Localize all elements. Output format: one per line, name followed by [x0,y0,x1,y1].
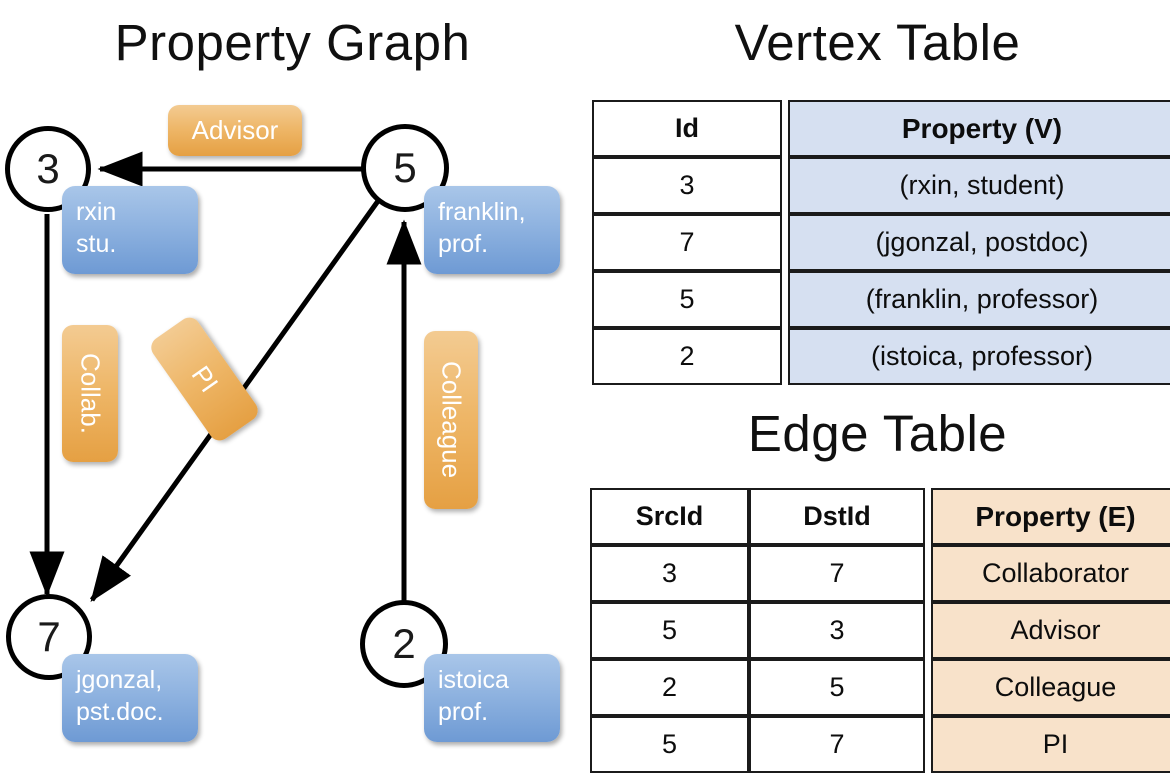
table-row: 7 (jgonzal, postdoc) [592,214,1170,271]
vertex-table-header-row: Id Property (V) [592,100,1170,157]
vertex-callout-jgonzal: jgonzal, pst.doc. [62,654,198,742]
table-row: 5 (franklin, professor) [592,271,1170,328]
vertex-callout-istoica-line2: prof. [438,698,489,726]
vertex-node-3-id: 3 [36,145,60,192]
vertex-callout-rxin-line1: rxin [76,198,117,226]
edge-cell-srcid: 5 [590,602,749,659]
vertex-callout-rxin: rxin stu. [62,186,198,274]
table-row: 5 3 Advisor [590,602,1170,659]
vertex-cell-id: 3 [592,157,782,214]
edge-cell-srcid: 5 [590,716,749,773]
vertex-cell-property: (rxin, student) [788,157,1170,214]
vertex-table-header-property: Property (V) [788,100,1170,157]
table-row: 3 (rxin, student) [592,157,1170,214]
vertex-callout-franklin-line2: prof. [438,230,489,258]
vertex-callout-istoica: istoica prof. [424,654,560,742]
edge-table: SrcId DstId Property (E) 3 7 Collaborato… [590,488,1170,773]
edge-cell-property: Collaborator [931,545,1170,602]
vertex-callout-rxin-line2: stu. [76,230,117,258]
vertex-cell-property: (jgonzal, postdoc) [788,214,1170,271]
vertex-callout-istoica-line1: istoica [438,666,509,694]
edge-cell-dstid: 7 [749,716,925,773]
edge-cell-dstid: 7 [749,545,925,602]
vertex-table: Id Property (V) 3 (rxin, student) 7 (jgo… [592,100,1170,385]
vertex-cell-id: 7 [592,214,782,271]
edge-table-header-row: SrcId DstId Property (E) [590,488,1170,545]
edge-cell-srcid: 2 [590,659,749,716]
vertex-callout-franklin: franklin, prof. [424,186,560,274]
edge-table-header-srcid: SrcId [590,488,749,545]
table-row: 2 (istoica, professor) [592,328,1170,385]
vertex-node-5-id: 5 [393,144,417,191]
vertex-node-5[interactable]: 5 [361,124,449,212]
vertex-node-7-id: 7 [37,613,61,660]
vertex-callout-franklin-line1: franklin, [438,198,526,226]
edge-cell-srcid: 3 [590,545,749,602]
edge-cell-property: Advisor [931,602,1170,659]
page-title-vertex-table: Vertex Table [734,14,1021,71]
table-row: 2 5 Colleague [590,659,1170,716]
table-row: 5 7 PI [590,716,1170,773]
vertex-callout-jgonzal-line2: pst.doc. [76,698,164,726]
page-title-property-graph: Property Graph [114,14,471,71]
edge-cell-dstid: 3 [749,602,925,659]
edge-cell-property: PI [931,716,1170,773]
table-row: 3 7 Collaborator [590,545,1170,602]
edge-table-header-dstid: DstId [749,488,925,545]
vertex-cell-property: (istoica, professor) [788,328,1170,385]
vertex-node-2-id: 2 [392,620,416,667]
edge-label-advisor: Advisor [168,105,302,156]
vertex-cell-property: (franklin, professor) [788,271,1170,328]
page-title-edge-table: Edge Table [747,405,1008,462]
vertex-cell-id: 5 [592,271,782,328]
edge-table-header-property: Property (E) [931,488,1170,545]
vertex-cell-id: 2 [592,328,782,385]
edge-cell-dstid: 5 [749,659,925,716]
vertex-node-2[interactable]: 2 [360,600,448,688]
edge-label-collab: Collab. [62,325,118,462]
edge-label-colleague: Colleague [424,331,478,509]
vertex-table-header-id: Id [592,100,782,157]
vertex-callout-jgonzal-line1: jgonzal, [76,666,163,694]
property-graph-panel: Property Graph 3 5 7 2 rxin stu. frankli… [0,0,585,760]
edge-cell-property: Colleague [931,659,1170,716]
